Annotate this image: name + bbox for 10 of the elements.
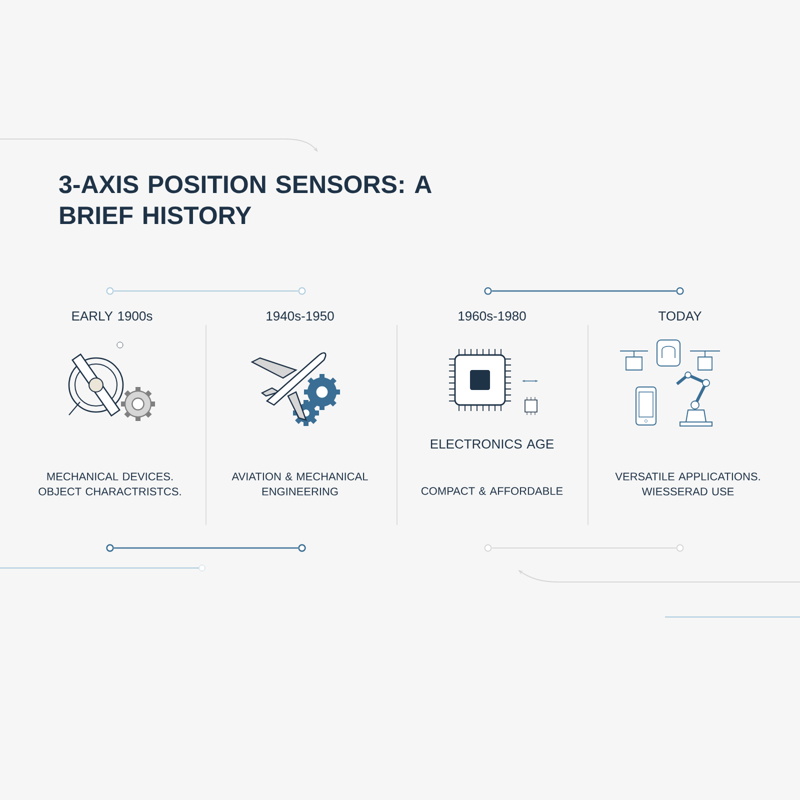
description: VERSATILE APPLICATIONS. WIESSERAD USE	[615, 472, 760, 496]
date-heading: 1960s-1980	[458, 311, 526, 321]
era-heading: ELECTRONICS AGE	[430, 439, 554, 449]
date-heading: TODAY	[658, 311, 702, 321]
description: MECHANICAL DEVICES. OBJECT CHARACTRISTCS.	[38, 472, 181, 496]
description: COMPACT & AFFORDABLE	[421, 487, 563, 495]
description: AVIATION & MECHANICAL ENGINEERING	[232, 472, 368, 496]
date-heading: 1940s-1950	[266, 311, 334, 321]
title: 3-AXIS POSITION SENSORS: A BRIEF HISTORY	[59, 176, 432, 224]
date-heading: EARLY 1900s	[72, 311, 152, 321]
